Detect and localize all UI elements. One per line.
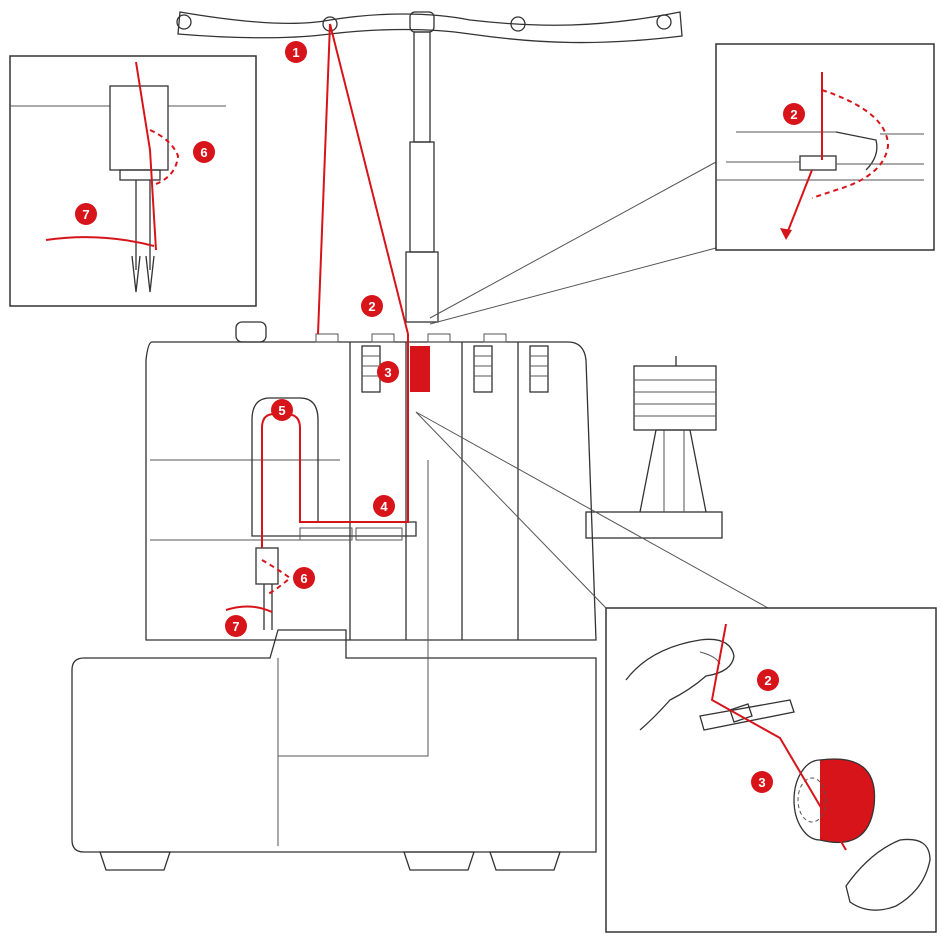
spool-stand bbox=[585, 356, 723, 539]
tension-dial-highlighted bbox=[410, 346, 430, 392]
step-5-label: 5 bbox=[278, 403, 285, 418]
callout-lines bbox=[415, 161, 769, 609]
inset-hand bbox=[605, 607, 937, 933]
step-6-label: 6 bbox=[300, 571, 307, 586]
inset-needle-step-6-label: 6 bbox=[200, 145, 207, 160]
guide-hole-left bbox=[176, 14, 192, 30]
needle-clamp bbox=[255, 547, 279, 585]
serger-body bbox=[71, 321, 597, 871]
step-badges: 1 2 3 4 5 6 7 6 bbox=[75, 41, 805, 793]
step-5-badge: 5 bbox=[271, 399, 293, 421]
step-1-label: 1 bbox=[292, 45, 299, 60]
inset-hand-step-2-label: 2 bbox=[764, 673, 771, 688]
inset-needle-step-6-badge: 6 bbox=[193, 141, 215, 163]
thread-cone bbox=[633, 365, 717, 431]
inset-needle bbox=[9, 55, 257, 307]
step-1-badge: 1 bbox=[285, 41, 307, 63]
step-2-label: 2 bbox=[368, 299, 375, 314]
guide-hole-3 bbox=[510, 16, 526, 32]
step-3-badge: 3 bbox=[377, 361, 399, 383]
inset-hand-step-3-label: 3 bbox=[758, 775, 765, 790]
inset-guide-step-2-badge: 2 bbox=[783, 103, 805, 125]
inset-guide bbox=[715, 43, 935, 251]
inset-needle-step-7-label: 7 bbox=[82, 207, 89, 222]
tension-dial-closeup bbox=[820, 758, 875, 843]
inset-hand-step-2-badge: 2 bbox=[757, 669, 779, 691]
inset-needle-step-7-badge: 7 bbox=[75, 203, 97, 225]
guide-hole-right bbox=[656, 14, 672, 30]
handwheel-knob bbox=[235, 321, 267, 343]
inset-guide-step-2-label: 2 bbox=[790, 107, 797, 122]
inset-hand-step-3-badge: 3 bbox=[751, 771, 773, 793]
step-2-badge: 2 bbox=[361, 295, 383, 317]
step-6-badge: 6 bbox=[293, 567, 315, 589]
step-4-badge: 4 bbox=[373, 495, 395, 517]
step-3-label: 3 bbox=[384, 365, 391, 380]
tension-dials bbox=[361, 345, 549, 393]
step-7-badge: 7 bbox=[225, 615, 247, 637]
step-4-label: 4 bbox=[380, 499, 388, 514]
step-7-label: 7 bbox=[232, 619, 239, 634]
